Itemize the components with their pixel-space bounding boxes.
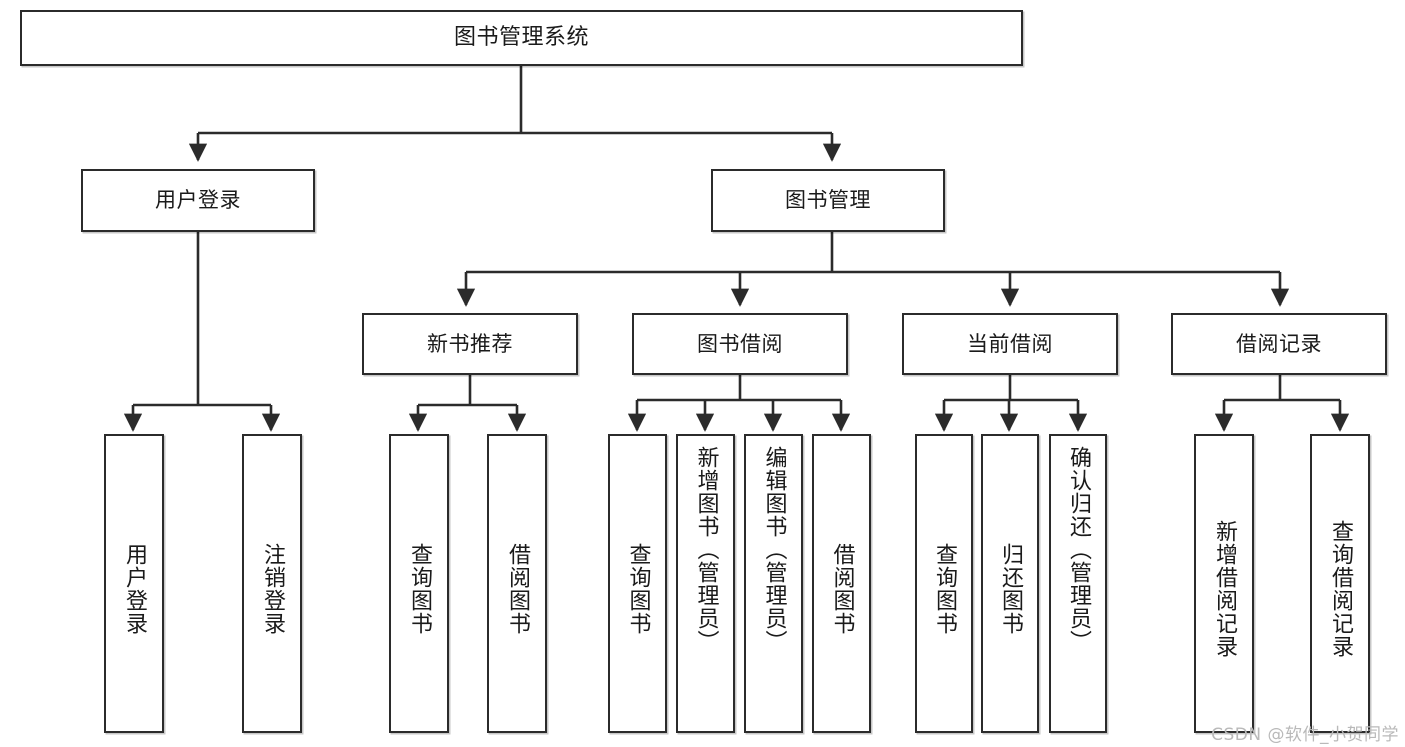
node-borrow-record[interactable]: 借阅记录 bbox=[1171, 313, 1387, 375]
leaf-book-borrow-query[interactable]: 查询图书 bbox=[608, 434, 667, 733]
node-label: 新书推荐 bbox=[427, 331, 513, 356]
leaf-book-borrow-borrow[interactable]: 借阅图书 bbox=[812, 434, 871, 733]
leaf-new-book-borrow[interactable]: 借阅图书 bbox=[487, 434, 547, 733]
leaf-book-borrow-edit[interactable]: 编辑图书（管理员） bbox=[744, 434, 803, 733]
node-label: 查询借阅记录 bbox=[1327, 519, 1353, 658]
leaf-borrow-record-query[interactable]: 查询借阅记录 bbox=[1310, 434, 1370, 733]
node-label: 当前借阅 bbox=[967, 331, 1053, 356]
node-root-system[interactable]: 图书管理系统 bbox=[20, 10, 1023, 66]
node-user-login[interactable]: 用户登录 bbox=[81, 169, 315, 232]
watermark-text: CSDN @软件_小贺同学 bbox=[1211, 725, 1399, 745]
node-label: 用户登录 bbox=[121, 542, 147, 635]
leaf-current-borrow-confirm-return[interactable]: 确认归还（管理员） bbox=[1049, 434, 1107, 733]
node-label: 查询图书 bbox=[931, 542, 957, 635]
node-label: 注销登录 bbox=[259, 542, 285, 635]
node-label: 图书借阅 bbox=[697, 331, 783, 356]
leaf-current-borrow-query[interactable]: 查询图书 bbox=[915, 434, 973, 733]
node-label: 确认归还（管理员） bbox=[1065, 446, 1091, 653]
node-book-borrow[interactable]: 图书借阅 bbox=[632, 313, 848, 375]
leaf-new-book-query[interactable]: 查询图书 bbox=[389, 434, 449, 733]
node-label: 图书管理 bbox=[785, 188, 871, 213]
leaf-current-borrow-return[interactable]: 归还图书 bbox=[981, 434, 1039, 733]
node-label: 借阅图书 bbox=[504, 542, 530, 635]
node-book-management[interactable]: 图书管理 bbox=[711, 169, 945, 232]
leaf-borrow-record-add[interactable]: 新增借阅记录 bbox=[1194, 434, 1254, 733]
node-label: 归还图书 bbox=[997, 542, 1023, 635]
node-current-borrow[interactable]: 当前借阅 bbox=[902, 313, 1118, 375]
node-label: 查询图书 bbox=[625, 542, 651, 635]
node-label: 新增图书（管理员） bbox=[693, 446, 719, 653]
leaf-user-login-login[interactable]: 用户登录 bbox=[104, 434, 164, 733]
node-label: 查询图书 bbox=[406, 542, 432, 635]
node-label: 用户登录 bbox=[155, 188, 241, 213]
node-label: 编辑图书（管理员） bbox=[761, 446, 787, 653]
leaf-book-borrow-add[interactable]: 新增图书（管理员） bbox=[676, 434, 735, 733]
leaf-user-login-logout[interactable]: 注销登录 bbox=[242, 434, 302, 733]
node-label: 图书管理系统 bbox=[453, 25, 589, 51]
node-label: 借阅记录 bbox=[1236, 331, 1322, 356]
node-label: 借阅图书 bbox=[829, 542, 855, 635]
node-label: 新增借阅记录 bbox=[1211, 519, 1237, 658]
node-new-book-recommend[interactable]: 新书推荐 bbox=[362, 313, 578, 375]
